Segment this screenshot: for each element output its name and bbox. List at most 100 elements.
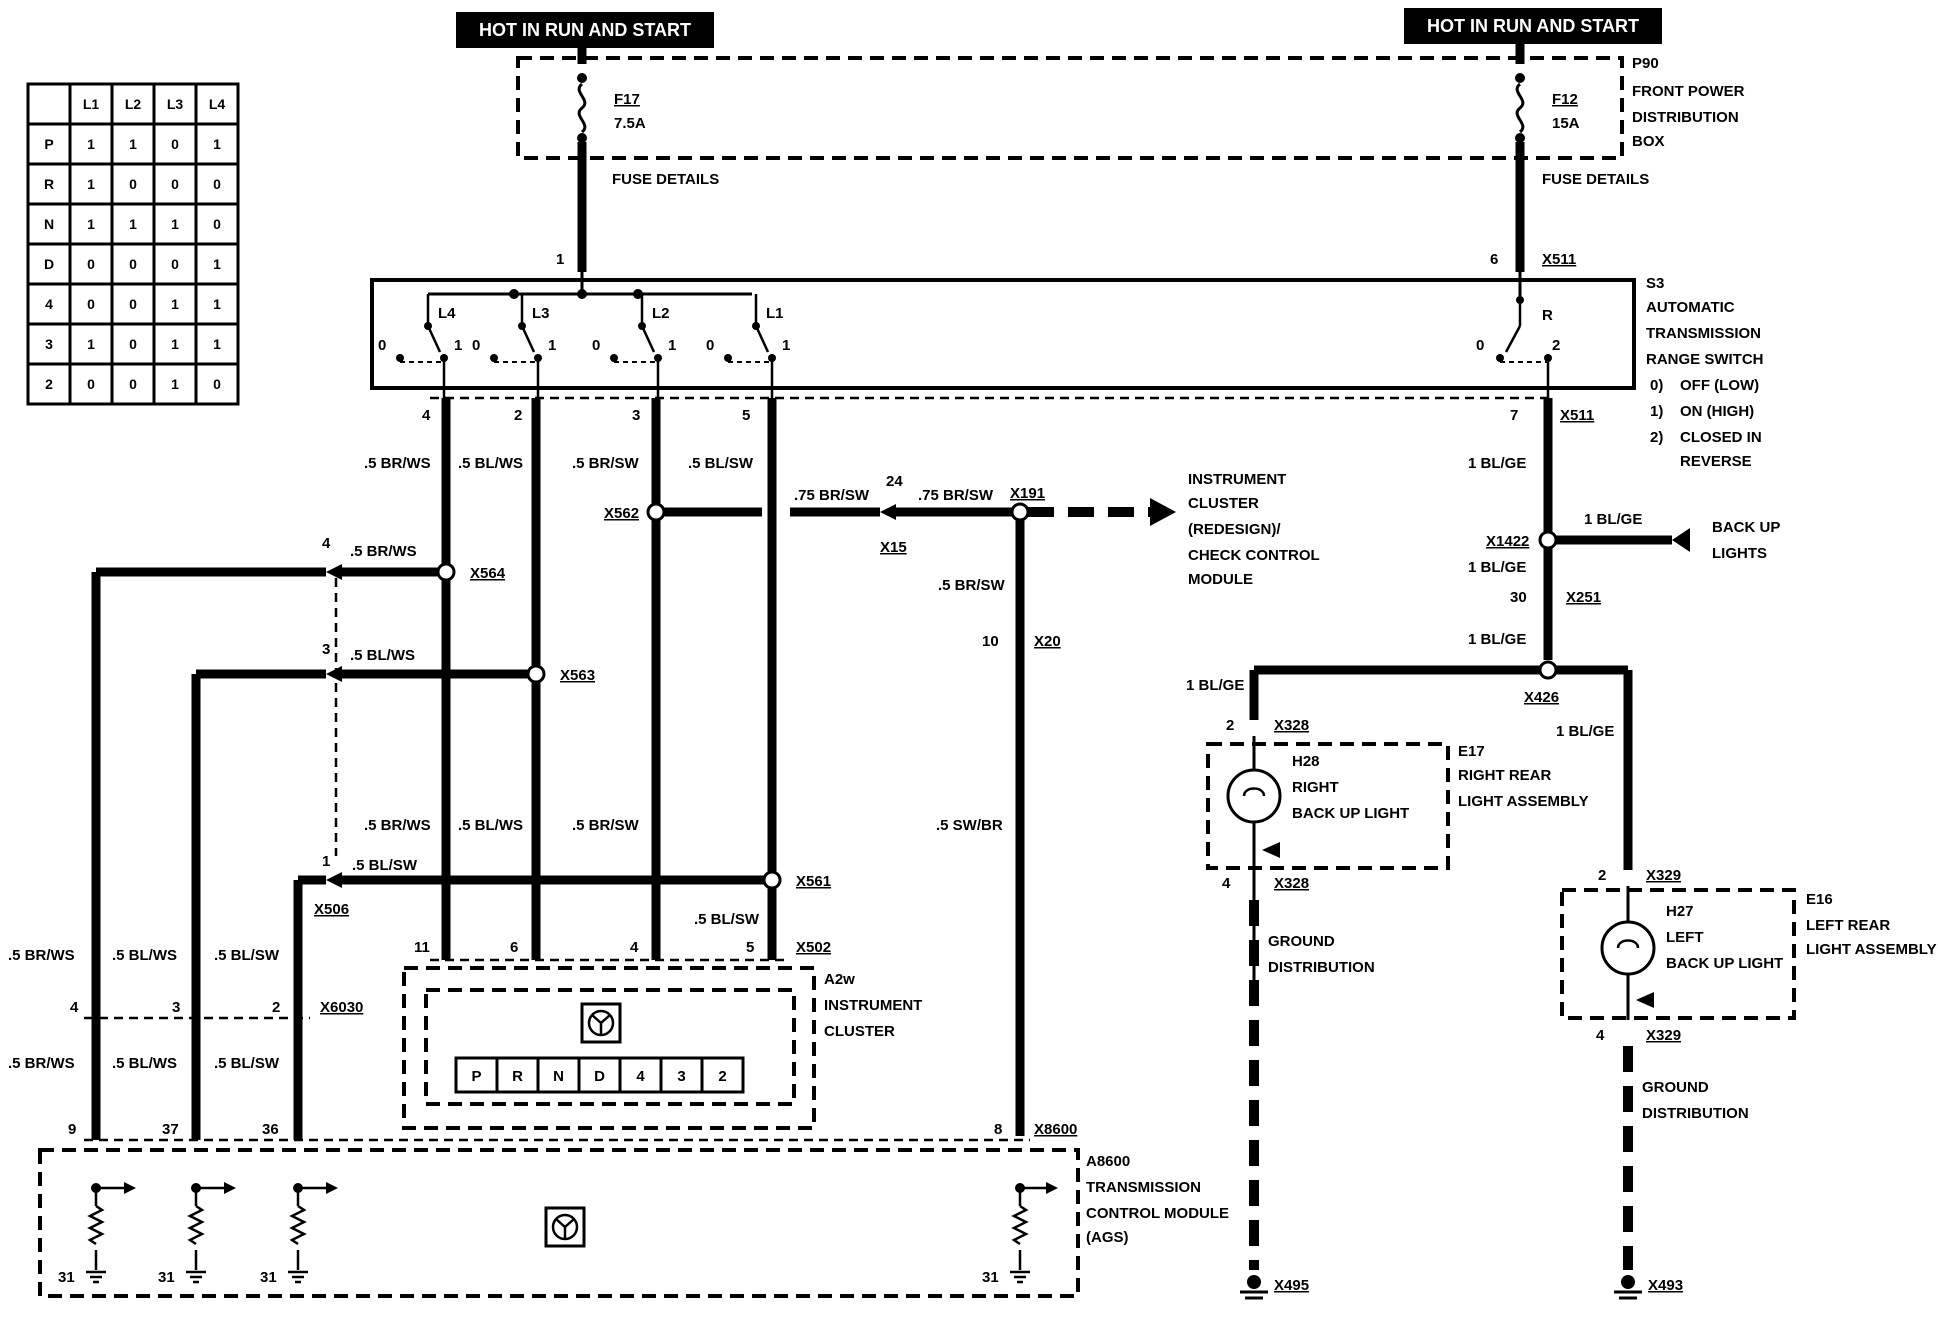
fuse-box-name: P90 [1632, 55, 1659, 72]
s3-desc-1: AUTOMATIC [1646, 299, 1735, 316]
switch-r-pos-2: 2 [1552, 337, 1560, 354]
x8600-label: X8600 [1034, 1121, 1077, 1138]
truth-table-cell: 0 [87, 256, 95, 272]
x563-label: X563 [560, 667, 595, 684]
instrument-module-line-3: (REDESIGN)/ [1188, 521, 1281, 538]
s3-state-2-text: CLOSED IN [1680, 429, 1762, 446]
gear-indicator-cell: D [594, 1068, 605, 1085]
truth-table-cell: 0 [87, 296, 95, 312]
wire-label-x561: .5 BL/SW [352, 857, 418, 874]
switch-contact-label: L4 [438, 305, 456, 322]
wire-label-l2: .5 BR/SW [572, 455, 640, 472]
truth-table-cell: 0 [129, 296, 137, 312]
truth-table-header: L4 [209, 96, 226, 112]
h27-label: H27 [1666, 903, 1694, 920]
pin-36: 36 [262, 1121, 279, 1138]
fuse-box-desc-1: FRONT POWER [1632, 83, 1745, 100]
pin-3-x6030: 3 [172, 999, 180, 1016]
s3-pin-out-l2: 3 [632, 407, 640, 424]
s3-pin-out-l3: 2 [514, 407, 522, 424]
gear-indicator-cell: P [471, 1068, 481, 1085]
truth-table-cell: D [44, 256, 54, 272]
switch-pos-0: 0 [378, 337, 386, 354]
instrument-module-line-2: CLUSTER [1188, 495, 1259, 512]
truth-table-cell: 0 [129, 376, 137, 392]
instrument-module-line-5: MODULE [1188, 571, 1253, 588]
e16-name: E16 [1806, 891, 1833, 908]
wire-label-r-2: 1 BL/GE [1468, 559, 1526, 576]
h28-label: H28 [1292, 753, 1320, 770]
cluster-desc-2: CLUSTER [824, 1023, 895, 1040]
left-ground-1: GROUND [1642, 1079, 1709, 1096]
truth-table-cell: 4 [45, 296, 53, 312]
left-ground-2: DISTRIBUTION [1642, 1105, 1749, 1122]
truth-table-cell: 1 [171, 336, 179, 352]
fuse-right-rating: 15A [1552, 115, 1580, 132]
fuse-box-desc-3: BOX [1632, 133, 1665, 150]
truth-table-cell: 0 [129, 256, 137, 272]
instrument-module-label: INSTRUMENT CLUSTER (REDESIGN)/ CHECK CON… [1188, 471, 1320, 588]
right-rear-light-assembly: 2 X328 H28 RIGHT BACK UP LIGHT E17 RIGHT… [1206, 717, 1589, 1300]
truth-table-cell: 1 [171, 216, 179, 232]
wire-label-x563: .5 BL/WS [350, 647, 415, 664]
tcm-name: A8600 [1086, 1153, 1130, 1170]
x493-label: X493 [1648, 1277, 1683, 1294]
truth-table-cell: 3 [45, 336, 53, 352]
wire-label-r-1: 1 BL/GE [1468, 455, 1526, 472]
truth-table-cell: P [44, 136, 53, 152]
s3-connector-bottom: X511 [1560, 407, 1594, 424]
wire-label-x191: .75 BR/SW [918, 487, 994, 504]
truth-table-cell: 1 [129, 216, 137, 232]
truth-table-cell: R [44, 176, 54, 192]
tcm-ground-pin: 31 [982, 1269, 999, 1286]
instrument-module-line-4: CHECK CONTROL [1188, 547, 1320, 564]
fuse-left-id: F17 [614, 91, 640, 108]
tcm-ground-pin: 31 [58, 1269, 75, 1286]
s3-connector-top: X511 [1542, 251, 1576, 268]
wire-label-x564: .5 BR/WS [350, 543, 417, 560]
reverse-circuit: 1 BL/GE X1422 1 BL/GE BACK UP LIGHTS 1 B… [1186, 398, 1780, 870]
truth-table-cell: 1 [87, 216, 95, 232]
pin-2-x6030: 2 [272, 999, 280, 1016]
tcm-a8600: A8600 TRANSMISSION CONTROL MODULE (AGS) [38, 1138, 1229, 1298]
e17-desc-2: LIGHT ASSEMBLY [1458, 793, 1589, 810]
truth-table-cell: 1 [213, 336, 221, 352]
truth-table-cell: 1 [171, 296, 179, 312]
gear-indicator-cell: 4 [636, 1068, 645, 1085]
pin-4-x6030: 4 [70, 999, 79, 1016]
cluster-pin-6: 6 [510, 939, 518, 956]
truth-table-cell: 1 [171, 376, 179, 392]
e17-x328-top: X328 [1274, 717, 1309, 734]
fuse-right-details: FUSE DETAILS [1542, 171, 1649, 188]
wire-label-left-lamp: 1 BL/GE [1556, 723, 1614, 740]
e17-name: E17 [1458, 743, 1485, 760]
wire-label-mid-l4: .5 BR/WS [364, 817, 431, 834]
wire-label-left-3: .5 BL/SW [214, 947, 280, 964]
wire-label-backup: 1 BL/GE [1584, 511, 1642, 528]
x564-label: X564 [470, 565, 506, 582]
tcm-ground-pin: 31 [260, 1269, 277, 1286]
cluster-pin-11: 11 [414, 939, 430, 956]
hot-banner-left: HOT IN RUN AND START [456, 12, 714, 48]
x426-label: X426 [1524, 689, 1559, 706]
pin-10: 10 [982, 633, 999, 650]
fuse-right-id: F12 [1552, 91, 1578, 108]
s3-pin-in-left: 1 [556, 251, 564, 268]
truth-table-cell: 1 [213, 256, 221, 272]
cluster-name: A2w [824, 971, 855, 988]
hot-banner-right: HOT IN RUN AND START [1404, 8, 1662, 44]
gear-indicator-cell: N [553, 1068, 564, 1085]
wire-label-sw-br: .5 SW/BR [936, 817, 1003, 834]
x15-label: X15 [880, 539, 907, 556]
switch-pos-1: 1 [548, 337, 556, 354]
h28-line-1: RIGHT [1292, 779, 1339, 796]
truth-table-cell: 1 [87, 136, 95, 152]
pin-9: 9 [68, 1121, 76, 1138]
cluster-desc-1: INSTRUMENT [824, 997, 922, 1014]
truth-table-cell: 1 [213, 136, 221, 152]
wire-label-l3: .5 BL/WS [458, 455, 523, 472]
wire-label-left-1: .5 BR/WS [8, 947, 75, 964]
pin-3-x563: 3 [322, 641, 330, 658]
